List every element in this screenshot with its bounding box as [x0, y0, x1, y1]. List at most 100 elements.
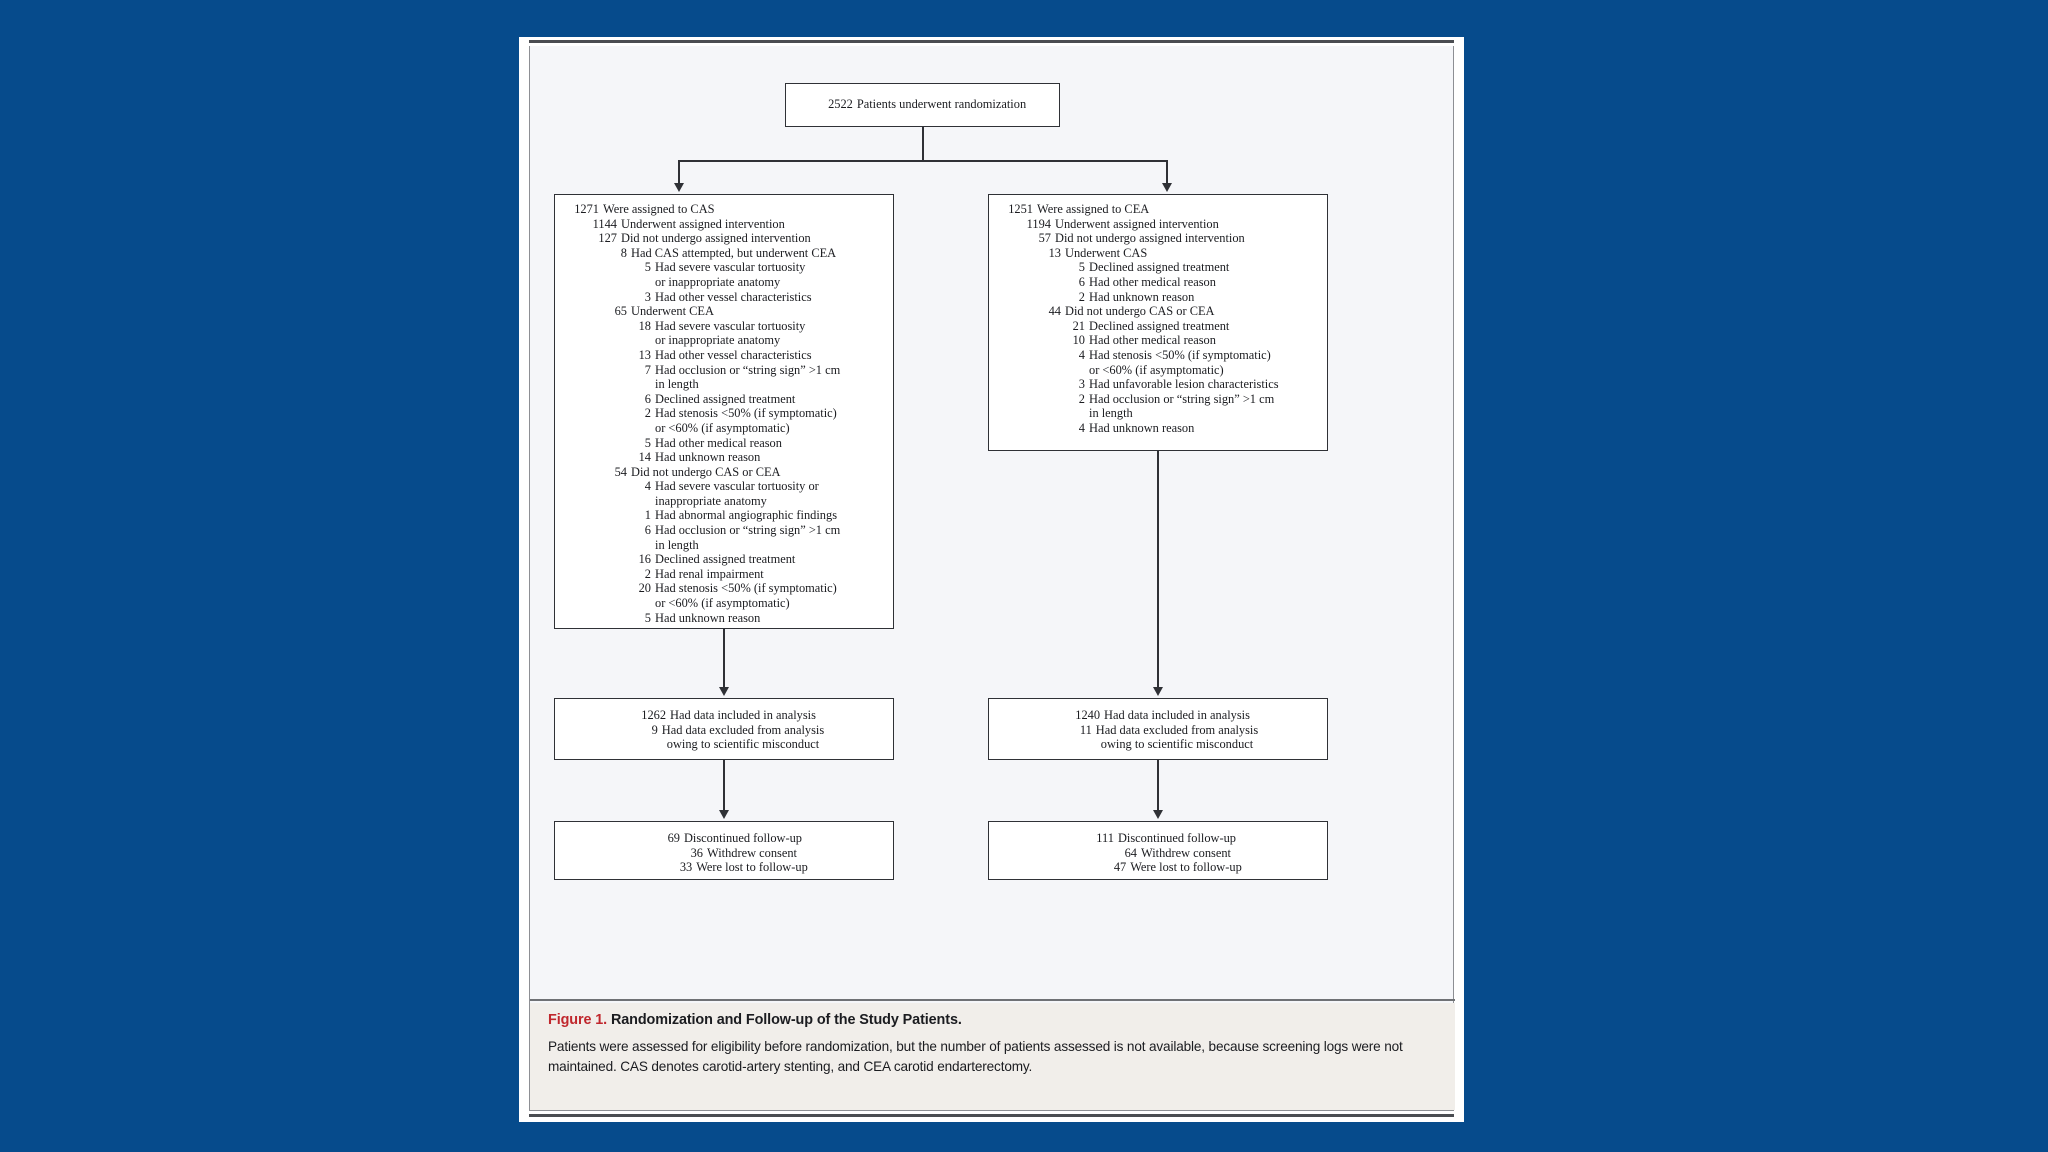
flow-line-label: Declined assigned treatment [1089, 260, 1230, 275]
flow-line-count: 5 [1078, 260, 1085, 275]
flow-line-count: 1194 [1026, 216, 1051, 231]
arrowhead-left-analysis [719, 687, 729, 696]
flow-line-label: Discontinued follow-up [683, 831, 803, 845]
arrowhead-right-arm [1162, 183, 1172, 192]
flow-line: or inappropriate anatomy [565, 275, 883, 290]
arrowhead-right-followup [1153, 810, 1163, 819]
flow-line-label: Had data excluded from analysis [661, 722, 825, 737]
flow-line-count: 1240 [1075, 708, 1101, 722]
flow-line-count: 65 [614, 304, 627, 319]
flow-line-count: 14 [638, 450, 651, 465]
flow-line-label: Had severe vascular tortuosity or [655, 479, 819, 494]
flow-line-label: Had data included in analysis [1104, 708, 1250, 722]
flow-line-count: 57 [1038, 231, 1051, 246]
flow-line: owing to scientific misconduct [1063, 737, 1253, 752]
flow-line: 1 Had abnormal angiographic findings [565, 508, 883, 523]
frame-rule-bottom-thin [529, 1110, 1454, 1111]
flow-line-label: Had abnormal angiographic findings [655, 508, 838, 523]
flow-line-label: Underwent CEA [631, 304, 714, 319]
caption-separator-rule [530, 999, 1455, 1001]
connector-left-to-analysis [723, 629, 725, 691]
flow-line-count: 69 [667, 831, 680, 845]
flow-line-label: Had unknown reason [1089, 420, 1195, 435]
flow-line-label: Were lost to follow-up [1130, 860, 1242, 875]
arrowhead-left-followup [719, 810, 729, 819]
flow-line-count: 6 [644, 523, 651, 538]
flow-line-label: Had other medical reason [1089, 333, 1216, 348]
flow-line: 65 Underwent CEA [565, 304, 883, 319]
flow-line: in length [565, 377, 883, 392]
flow-line-count: 21 [1072, 318, 1085, 333]
flow-line-label: Were assigned to CAS [603, 202, 715, 216]
flow-line-label: Did not undergo assigned intervention [621, 231, 811, 246]
flow-line-count: 20 [638, 581, 651, 596]
flow-line-label: in length [655, 377, 699, 392]
flow-line-label: Had unknown reason [655, 610, 761, 625]
flow-line-label: Had occlusion or “string sign” >1 cm [655, 362, 841, 377]
flow-line-count: 1 [644, 508, 651, 523]
flow-line-label: Underwent assigned intervention [621, 216, 785, 231]
flow-line-label: or <60% (if asymptomatic) [655, 420, 790, 435]
flow-line-count: 18 [638, 318, 651, 333]
caption-figure-number: Figure 1. [548, 1012, 608, 1028]
flow-line: in length [999, 406, 1317, 421]
flow-line-count: 54 [614, 464, 627, 479]
flow-line-label: owing to scientific misconduct [1100, 737, 1254, 752]
flow-line-count: 4 [1078, 420, 1085, 435]
flow-line-label: Had stenosis <50% (if symptomatic) [1089, 347, 1271, 362]
flow-line-label: Had occlusion or “string sign” >1 cm [655, 523, 841, 538]
flow-line-count: 4 [644, 479, 651, 494]
flow-line-label: Had data included in analysis [670, 708, 816, 722]
flow-line-label: Had unknown reason [1089, 289, 1195, 304]
flow-line-count: 3 [1078, 377, 1085, 392]
flow-line-count: 2 [1078, 391, 1085, 406]
flow-line: or inappropriate anatomy [565, 333, 883, 348]
flow-line-label: Had stenosis <50% (if symptomatic) [655, 406, 837, 421]
flow-line-label: Discontinued follow-up [1117, 831, 1237, 845]
flow-line-label: Were lost to follow-up [696, 860, 808, 875]
flow-line-label: in length [1089, 406, 1133, 421]
flow-line: inappropriate anatomy [565, 494, 883, 509]
flow-line-count: 5 [644, 260, 651, 275]
flow-line-label: Underwent CAS [1065, 245, 1148, 260]
flow-line: or <60% (if asymptomatic) [565, 421, 883, 436]
flow-line-count: 33 [679, 860, 693, 875]
frame-rule-top-thick [529, 40, 1454, 43]
flow-line-label: or inappropriate anatomy [655, 274, 781, 289]
connector-trunk-vertical [922, 127, 924, 160]
flow-line-label: Did not undergo CAS or CEA [1065, 304, 1215, 319]
flow-line-label: Declined assigned treatment [655, 391, 796, 406]
flow-line-count: 4 [1078, 347, 1085, 362]
flow-line-label: or <60% (if asymptomatic) [1089, 362, 1224, 377]
